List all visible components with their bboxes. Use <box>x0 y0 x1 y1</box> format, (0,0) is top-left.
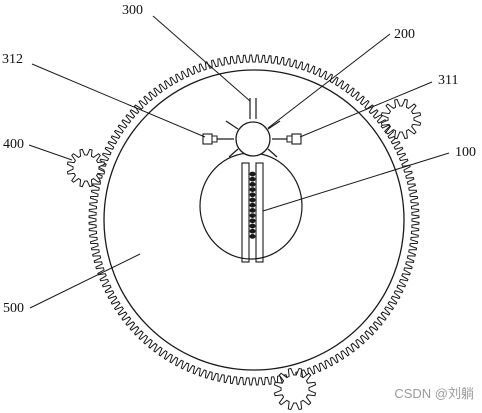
rod-bead <box>249 187 256 193</box>
ring-gear-500 <box>88 54 420 386</box>
hub-spoke-left-up <box>225 120 239 130</box>
leader-312 <box>31 63 206 138</box>
label-300: 300 <box>122 3 143 18</box>
rod-bead <box>249 202 256 208</box>
rod-bead <box>249 228 256 234</box>
rod-bead <box>249 176 256 182</box>
rod-bead <box>249 197 256 203</box>
label-312: 312 <box>2 52 23 67</box>
rod-bead <box>249 192 256 198</box>
leader-lines <box>28 15 450 309</box>
label-400: 400 <box>3 137 24 152</box>
leader-500 <box>29 253 141 309</box>
leader-100 <box>262 152 450 212</box>
ring-gear-teeth <box>88 54 420 386</box>
chamber-assembly-100 <box>199 152 303 263</box>
label-100: 100 <box>455 145 476 160</box>
hub-spoke-right-up <box>267 120 281 130</box>
actuator-right-311 <box>286 133 302 145</box>
rod-bead <box>249 213 256 219</box>
hub-spoke-left-down <box>228 148 239 158</box>
label-200: 200 <box>394 27 415 42</box>
rod-bead <box>249 208 256 213</box>
leader-311 <box>299 81 433 138</box>
rod-bead <box>249 218 256 224</box>
rod-outer-left <box>241 162 250 263</box>
small-gear-left-400 <box>66 148 106 188</box>
rod-bead <box>249 171 256 177</box>
actuator-left-body <box>202 133 213 145</box>
small-gear-bottom <box>273 367 317 411</box>
rod-beads <box>249 171 256 239</box>
hub-circle <box>235 121 271 157</box>
leader-300 <box>152 15 251 102</box>
actuator-left-tip <box>211 135 218 143</box>
rod-bead <box>249 223 256 229</box>
label-311: 311 <box>438 73 459 88</box>
actuator-left-312 <box>202 133 218 145</box>
hub-spoke-right-down <box>267 148 278 158</box>
rod-bead <box>249 182 256 187</box>
leader-200 <box>267 33 391 129</box>
label-500: 500 <box>3 301 24 316</box>
ring-gear-inner-circle <box>103 69 405 371</box>
actuator-right-tip <box>286 135 293 143</box>
rod-outer-right <box>255 162 264 263</box>
small-gear-right <box>380 98 422 140</box>
central-hub-200 <box>211 98 292 158</box>
actuator-right-body <box>291 133 302 145</box>
csdn-watermark: CSDN @刘躺 <box>394 386 474 401</box>
rod-bead <box>249 234 256 239</box>
leader-400 <box>28 144 73 161</box>
